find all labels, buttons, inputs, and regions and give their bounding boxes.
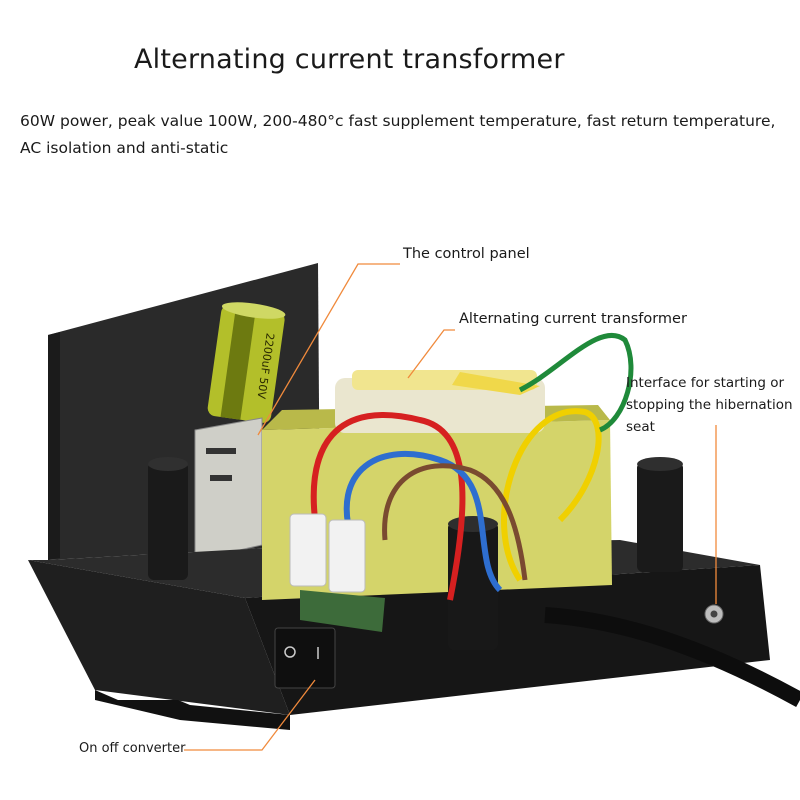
connector-right	[328, 519, 366, 593]
standoff-right	[637, 462, 683, 572]
housing-front	[28, 560, 290, 715]
control-board	[194, 417, 263, 561]
callout-interface: Interface for starting or stopping the h…	[626, 375, 793, 435]
wire-red	[310, 412, 466, 601]
wire-yellow	[501, 408, 602, 582]
page-title: Alternating current transformer	[134, 44, 565, 75]
standoff-left	[148, 462, 188, 580]
connector-left	[289, 513, 327, 587]
power-cord	[544, 607, 800, 708]
wire-brown	[382, 463, 528, 581]
capacitor: 2200uF 50V	[207, 302, 286, 423]
leader-lines	[184, 263, 717, 751]
rocker-switch	[274, 627, 336, 689]
callout-switch: On off converter	[79, 741, 186, 756]
callout-control-panel: The control panel	[403, 246, 530, 262]
small-pcb	[300, 590, 385, 632]
page-description: 60W power, peak value 100W, 200-480°c fa…	[20, 112, 776, 157]
wire-green	[518, 332, 634, 433]
wire-blue	[343, 450, 503, 593]
callout-transformer: Alternating current transformer	[459, 311, 687, 327]
